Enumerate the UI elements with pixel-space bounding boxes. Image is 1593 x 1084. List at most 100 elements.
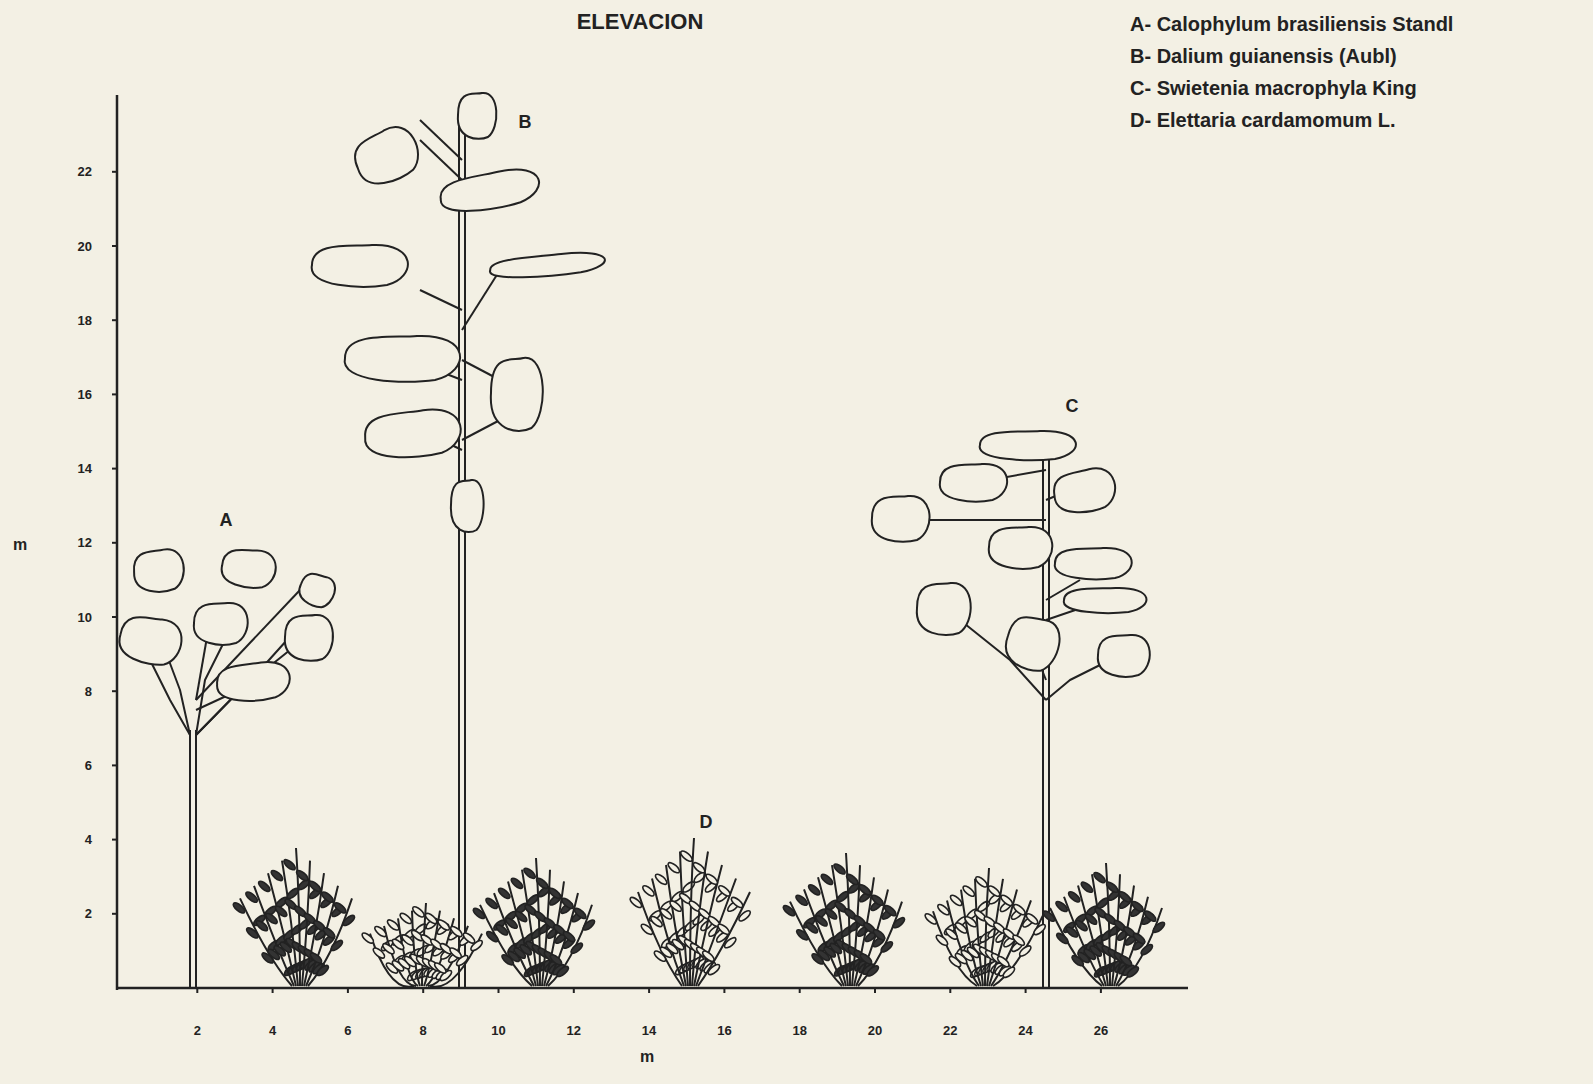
axis-tick-label: 26 <box>1094 1023 1108 1038</box>
leaf <box>880 940 895 954</box>
stem <box>696 879 736 987</box>
leaf <box>1002 966 1017 980</box>
stem <box>308 898 352 986</box>
tick <box>112 690 117 692</box>
stem <box>856 889 888 986</box>
leaf <box>1130 900 1145 914</box>
legend-entry: B- Dalium guianensis (Aubl) <box>1130 45 1397 68</box>
leaf-cluster <box>458 93 496 139</box>
axis-tick-label: 4 <box>85 832 92 847</box>
tick <box>112 913 117 915</box>
stem <box>858 902 902 986</box>
leaf <box>730 896 745 910</box>
leaf <box>954 921 969 935</box>
leaf-cluster <box>295 570 338 611</box>
branch <box>420 290 462 310</box>
species-letter: D <box>700 812 713 833</box>
leaf-cluster <box>872 496 930 542</box>
legend-entry: D- Elettaria cardamomum L. <box>1130 109 1396 132</box>
leaf-cluster <box>116 613 185 669</box>
leaf <box>944 927 959 941</box>
trunk <box>189 730 191 988</box>
leaf <box>987 884 1002 898</box>
leaf <box>999 894 1014 908</box>
leaf <box>433 961 448 975</box>
leaf <box>361 931 376 945</box>
leaf <box>448 946 463 960</box>
stem <box>426 918 454 986</box>
axis-tick-label: 22 <box>78 164 92 179</box>
leaf <box>386 918 401 932</box>
leaf-cluster <box>980 431 1076 460</box>
leaf <box>472 907 487 921</box>
leaf <box>649 915 664 929</box>
leaf <box>497 887 512 901</box>
leaf <box>1084 912 1099 926</box>
axis-tick-label: 6 <box>85 758 92 773</box>
leaf <box>555 965 570 979</box>
stem <box>832 865 848 986</box>
tick <box>874 988 876 993</box>
axis-tick-label: 14 <box>642 1023 656 1038</box>
tick <box>112 542 117 544</box>
axis-tick-label: 16 <box>717 1023 731 1038</box>
leaf <box>411 905 426 919</box>
leaf-cluster <box>312 245 408 287</box>
stem <box>1116 897 1148 986</box>
leaf <box>244 890 259 904</box>
leaf-cluster <box>215 660 291 704</box>
axis-tick-label: 12 <box>567 1023 581 1038</box>
stem <box>1092 874 1108 986</box>
shrubs <box>232 838 1166 987</box>
leaf-cluster <box>437 165 542 217</box>
leaf <box>504 916 519 930</box>
leaf <box>892 916 907 930</box>
axis-tick-label: 20 <box>868 1023 882 1038</box>
leaf-cluster <box>194 603 248 645</box>
leaf <box>1152 920 1167 934</box>
species-letter: C <box>1066 396 1079 417</box>
leaf <box>795 928 810 942</box>
leaf <box>549 953 564 967</box>
tick <box>949 988 951 993</box>
stem <box>993 911 1045 986</box>
axes <box>117 95 1188 990</box>
leaf <box>1105 880 1120 894</box>
stem <box>296 848 300 986</box>
leaf <box>1118 890 1133 904</box>
leaf <box>974 875 989 889</box>
leaf <box>485 930 500 944</box>
diagram-title: ELEVACION <box>577 9 704 35</box>
leaf <box>322 926 337 940</box>
leaf <box>548 887 563 901</box>
leaf <box>535 877 550 891</box>
leaf <box>257 880 272 894</box>
axis-tick-label: 4 <box>269 1023 276 1038</box>
leaf <box>883 904 898 918</box>
stem <box>548 905 592 986</box>
leaf <box>1074 919 1089 933</box>
leaf <box>342 914 357 928</box>
branch <box>420 120 462 160</box>
leaf <box>870 893 885 907</box>
trees <box>116 93 1150 988</box>
leaf-cluster <box>1051 465 1119 517</box>
leaf <box>1032 923 1047 937</box>
leaf <box>640 922 655 936</box>
axis-tick-label: 18 <box>78 313 92 328</box>
leaf <box>629 896 644 910</box>
axis-tick-label: 10 <box>491 1023 505 1038</box>
leaf <box>935 933 950 947</box>
leaf <box>398 912 413 926</box>
trunk <box>458 560 460 988</box>
leaf <box>641 884 656 898</box>
leaf <box>1140 943 1155 957</box>
leaf <box>560 897 575 911</box>
leaf-cluster <box>940 464 1007 502</box>
tick <box>112 616 117 618</box>
leaf <box>865 964 880 978</box>
stem <box>846 853 850 986</box>
tick <box>112 468 117 470</box>
axis-tick-label: 16 <box>78 387 92 402</box>
trunk <box>464 560 466 988</box>
